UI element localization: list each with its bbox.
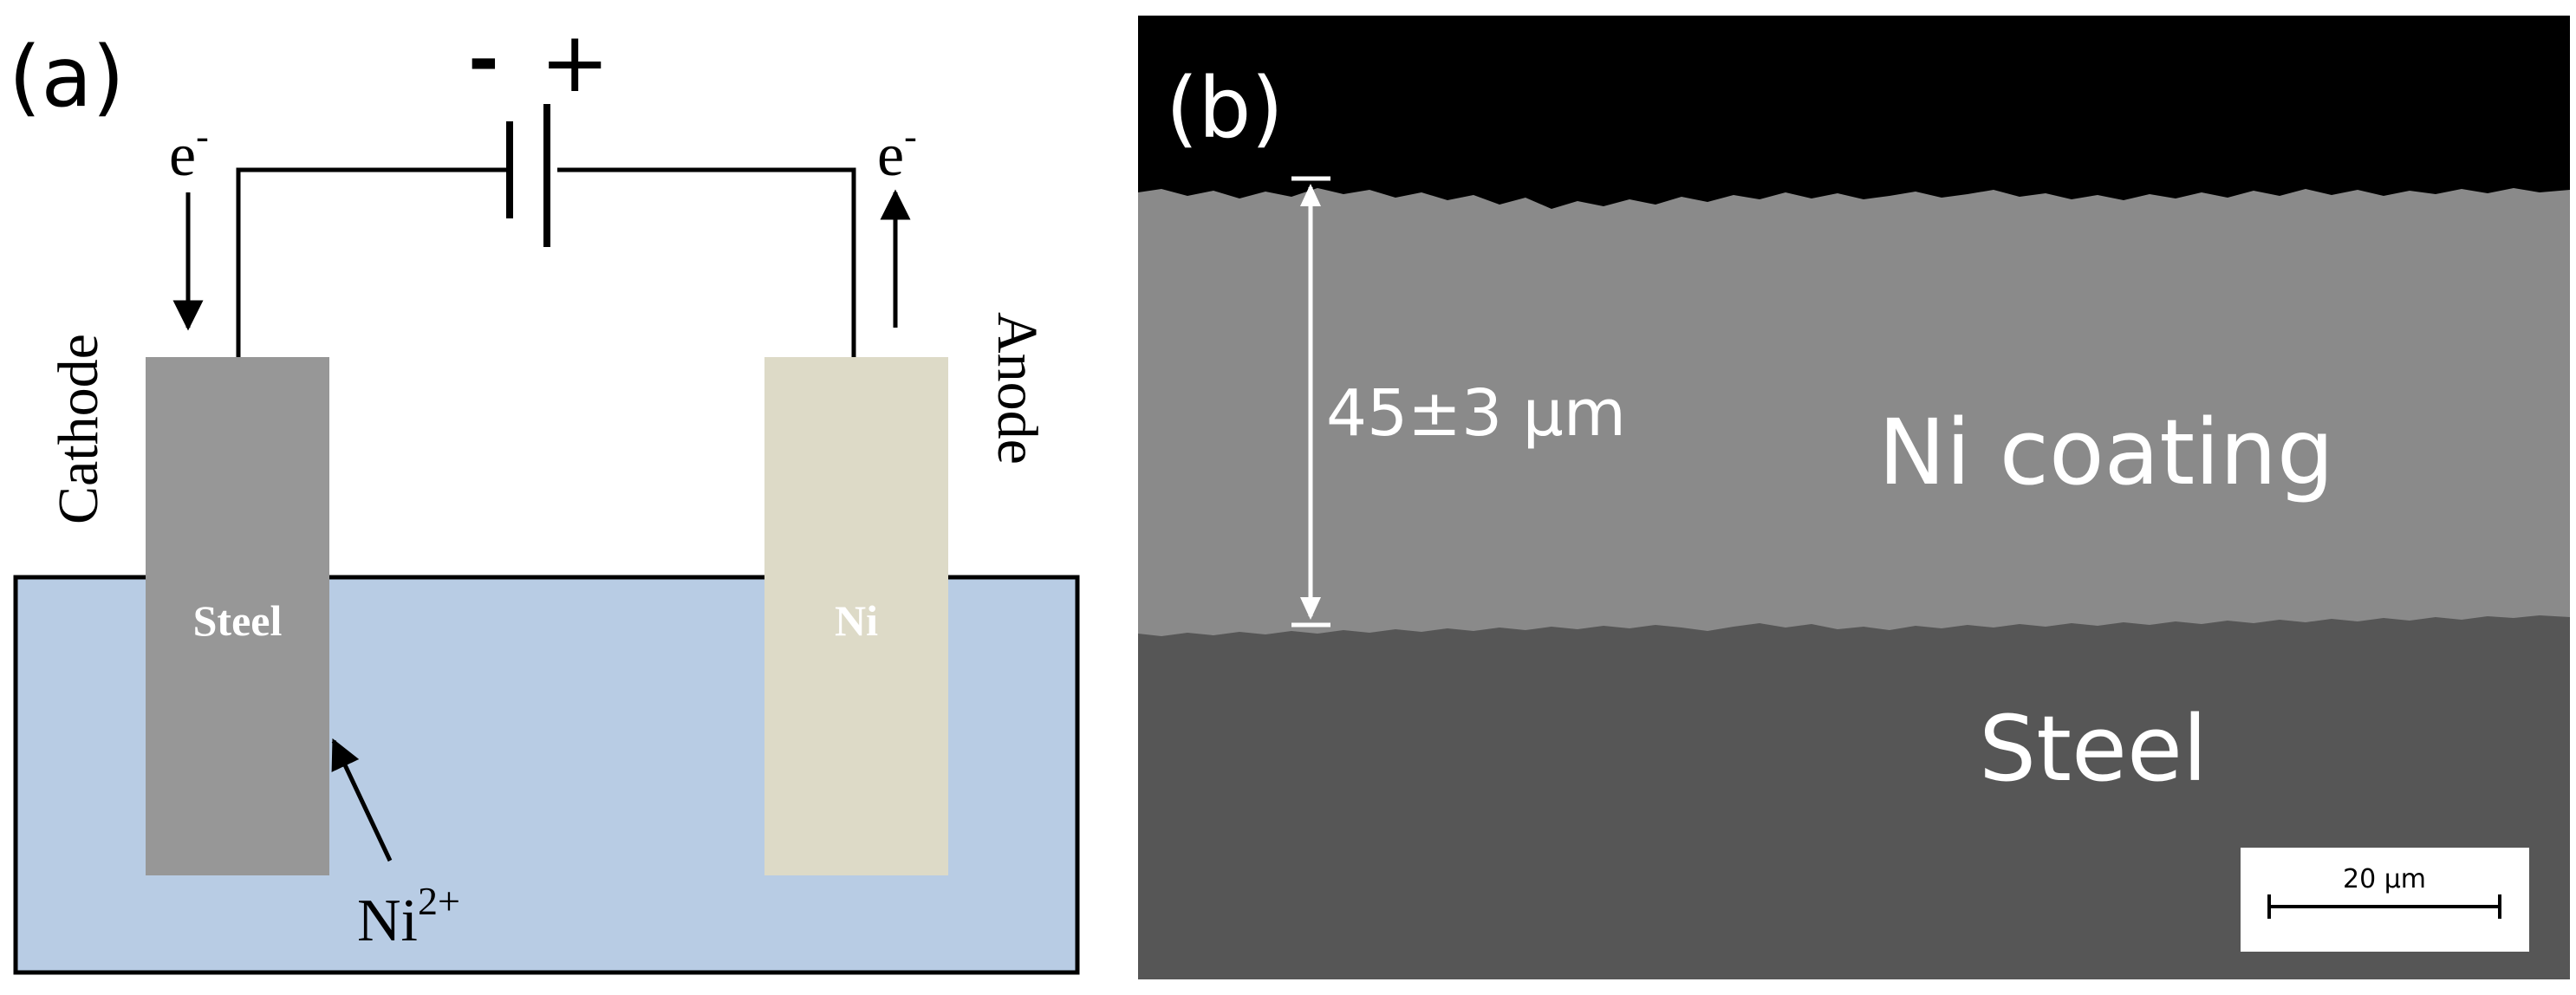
ni-ion-arrow [331,738,393,862]
thickness-label: 45±3 µm [1326,376,1626,451]
electron-label-right: e- [877,115,917,189]
panel-a: (a) - + e- e- Cathode Anode Steel Ni Ni2… [9,14,1080,975]
thickness-arrowhead-up [1300,184,1321,206]
electron-label-left: e- [169,115,209,189]
thickness-arrowhead-down [1300,597,1321,620]
ni-coating-label: Ni coating [1878,400,2334,505]
anode-label: Anode [986,312,1049,465]
scale-bar: 20 µm [2241,848,2529,952]
panel-a-label: (a) [9,29,125,126]
ni-electrode [764,357,948,875]
steel-electrode [146,357,329,875]
battery-plus-sign: + [540,14,609,111]
ni-coating-region [1138,188,2570,636]
steel-substrate-label: Steel [1979,696,2208,802]
ni-ion-label: Ni2+ [357,879,460,954]
circuit-wire [236,167,856,357]
ni-electrode-label: Ni [835,596,878,645]
scale-bar-label: 20 µm [2343,864,2426,894]
battery-minus-sign: - [468,16,499,103]
cathode-label: Cathode [47,334,110,524]
steel-electrode-label: Steel [193,596,283,645]
panel-b: (b) 45±3 µm Ni coating Steel 20 µm [1138,16,2570,979]
panel-b-label: (b) [1166,60,1284,157]
